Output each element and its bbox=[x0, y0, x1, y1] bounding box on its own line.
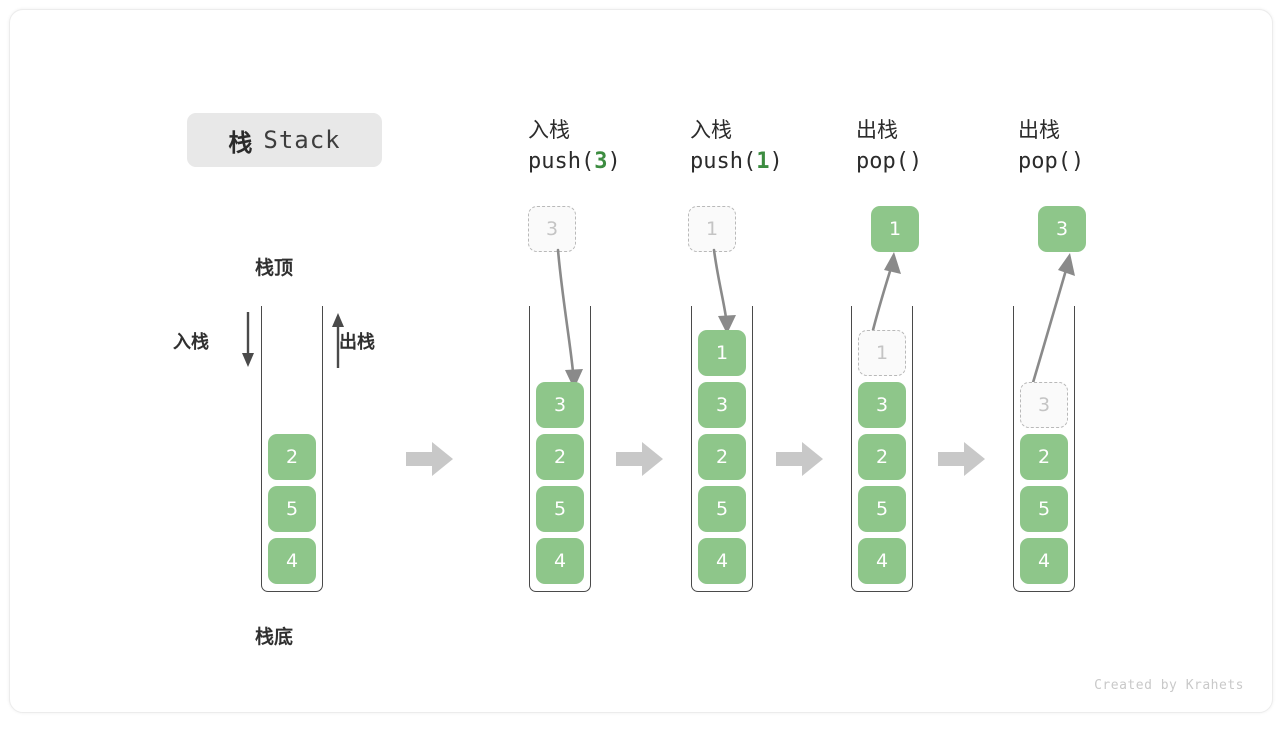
stack-cell: 2 bbox=[1020, 434, 1068, 480]
stack-cell: 3 bbox=[698, 382, 746, 428]
stack-cell: 3 bbox=[858, 382, 906, 428]
floating-element-ghost: 3 bbox=[528, 206, 576, 252]
stack-cell: 2 bbox=[536, 434, 584, 480]
step-op-label: 出栈 bbox=[856, 119, 898, 142]
step-separator-arrow bbox=[776, 442, 823, 476]
step-fn-label: push(3) bbox=[528, 149, 621, 174]
step-separator-arrow bbox=[938, 442, 985, 476]
pop-direction-arrow bbox=[332, 313, 344, 368]
push-side-label: 入栈 bbox=[173, 332, 209, 352]
popped-element: 1 bbox=[871, 206, 919, 252]
stack-container-push-3 bbox=[529, 306, 591, 592]
step-fn-label: pop() bbox=[1018, 149, 1085, 174]
stack-cell: 1 bbox=[698, 330, 746, 376]
floating-element-ghost: 1 bbox=[688, 206, 736, 252]
push-direction-arrow bbox=[242, 312, 254, 367]
step-fn-label: push(1) bbox=[690, 149, 783, 174]
stack-cell: 4 bbox=[698, 538, 746, 584]
stack-cell: 4 bbox=[268, 538, 316, 584]
stack-cell-ghost: 1 bbox=[858, 330, 906, 376]
stack-cell: 4 bbox=[1020, 538, 1068, 584]
stack-container-pop-3 bbox=[1013, 306, 1075, 592]
stack-cell: 5 bbox=[1020, 486, 1068, 532]
stack-cell: 2 bbox=[858, 434, 906, 480]
stack-cell: 4 bbox=[858, 538, 906, 584]
stack-cell: 3 bbox=[536, 382, 584, 428]
stack-container-push-1 bbox=[691, 306, 753, 592]
stack-cell: 5 bbox=[858, 486, 906, 532]
popped-element: 3 bbox=[1038, 206, 1086, 252]
stack-container-pop-1 bbox=[851, 306, 913, 592]
stack-top-label: 栈顶 bbox=[255, 258, 294, 279]
title-en: Stack bbox=[263, 126, 341, 154]
step-header-pop-1: 出栈 pop() bbox=[856, 116, 1026, 178]
step-op-label: 入栈 bbox=[528, 119, 570, 142]
stack-cell: 2 bbox=[268, 434, 316, 480]
title-cn: 栈 bbox=[228, 129, 254, 157]
step-op-label: 出栈 bbox=[1018, 119, 1060, 142]
step-fn-label: pop() bbox=[856, 149, 923, 174]
step-header-pop-3: 出栈 pop() bbox=[1018, 116, 1188, 178]
pop-side-label: 出栈 bbox=[339, 332, 375, 352]
stack-bottom-label: 栈底 bbox=[255, 627, 294, 648]
step-separator-arrow bbox=[406, 442, 453, 476]
diagram-canvas: 栈 Stack 栈顶 栈底 入栈 出栈 2 5 4 入栈 push(3) 3 3… bbox=[9, 9, 1273, 713]
stack-cell-ghost: 3 bbox=[1020, 382, 1068, 428]
stack-cell: 5 bbox=[536, 486, 584, 532]
stack-cell: 5 bbox=[698, 486, 746, 532]
step-op-label: 入栈 bbox=[690, 119, 732, 142]
footer-credit: Created by Krahets bbox=[1094, 678, 1244, 693]
step-header-push-3: 入栈 push(3) bbox=[528, 116, 698, 178]
stack-cell: 4 bbox=[536, 538, 584, 584]
stack-cell: 5 bbox=[268, 486, 316, 532]
stack-container-initial bbox=[261, 306, 323, 592]
title-badge: 栈 Stack bbox=[187, 113, 382, 167]
step-header-push-1: 入栈 push(1) bbox=[690, 116, 860, 178]
step-separator-arrow bbox=[616, 442, 663, 476]
stack-cell: 2 bbox=[698, 434, 746, 480]
